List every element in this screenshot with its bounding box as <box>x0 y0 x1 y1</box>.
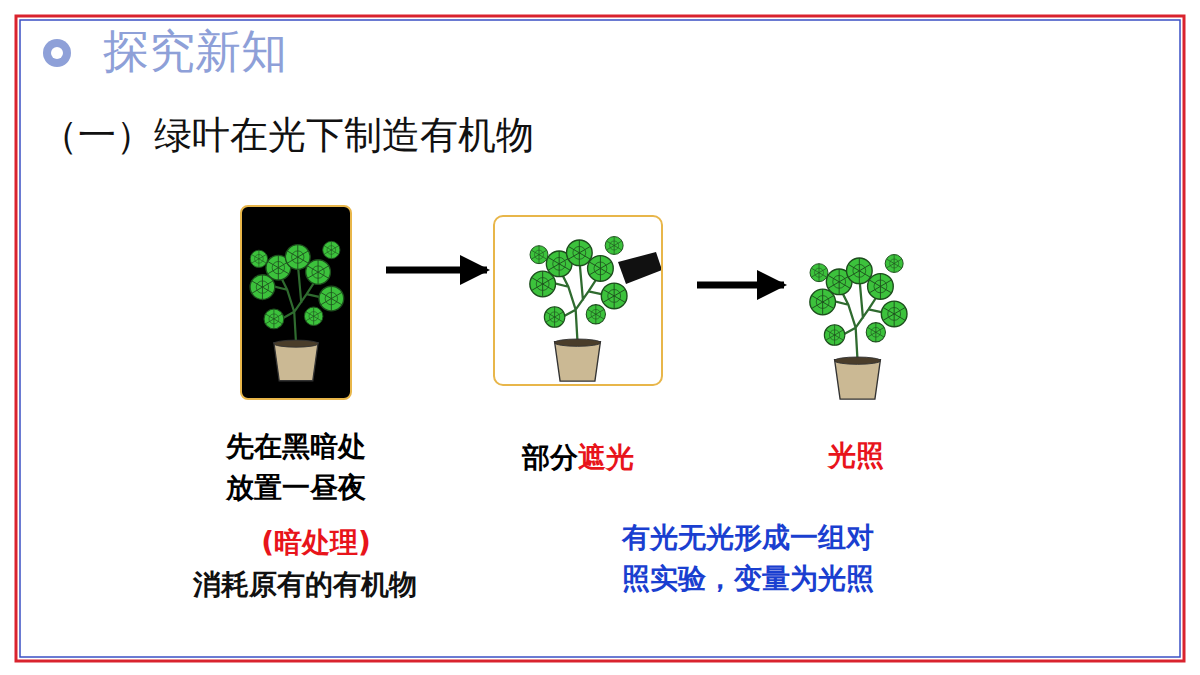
caption-text: 遮光 <box>578 441 634 474</box>
slide-border <box>16 16 1184 661</box>
treatment-purpose: 消耗原有的有机物 <box>193 565 417 606</box>
step-caption: 部分遮光 <box>522 438 634 479</box>
slide-title: 探究新知 <box>103 18 287 85</box>
treatment-name: (暗处理) <box>261 523 371 564</box>
light-frame: 光照 <box>790 235 922 400</box>
caption-text: 光照 <box>828 439 884 472</box>
caption-text: 部分 <box>522 441 578 474</box>
dark-background <box>241 206 351 399</box>
flow-arrow <box>386 267 487 274</box>
plant-lit <box>810 255 907 400</box>
shading-frame: 部分遮光 <box>493 215 663 386</box>
plant-shaded <box>530 237 627 382</box>
flow-arrow <box>697 282 784 289</box>
control-note: 有光无光形成一组对照实验，变量为光照 <box>616 518 879 599</box>
title-bullet-hole <box>51 47 63 59</box>
dark-treatment-frame: 先在黑暗处 放置一昼夜 <box>240 205 352 400</box>
title-bullet <box>43 39 71 67</box>
plant-dark <box>250 241 344 380</box>
shading-paper <box>618 252 662 284</box>
step-caption: 光照 <box>828 436 884 477</box>
section-heading: （一）绿叶在光下制造有机物 <box>40 108 534 163</box>
caption-text: 先在黑暗处 放置一昼夜 <box>226 430 366 504</box>
step-caption: 先在黑暗处 放置一昼夜 <box>222 427 370 508</box>
slide-border-inner <box>20 20 1180 657</box>
